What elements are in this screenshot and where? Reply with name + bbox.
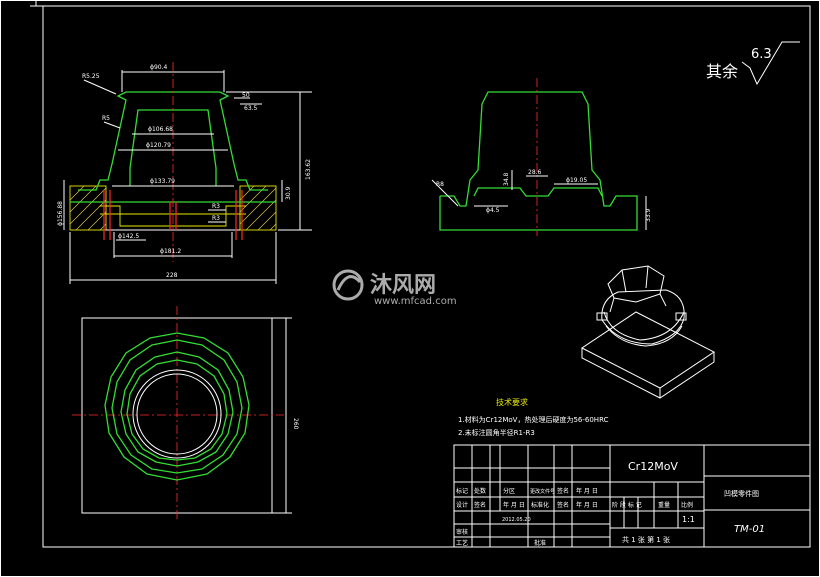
tb-material: Cr12MoV — [628, 460, 678, 473]
tb-design-5: 签名 — [557, 501, 569, 509]
tb-part-name: 凹模零件图 — [724, 489, 759, 498]
tech-requirements: 技术要求 1.材料为Cr12MoV，热处理后硬度为56-60HRC 2.未标注圆… — [458, 397, 609, 437]
tb-stage-2: 重量 — [658, 501, 670, 509]
hatch-left — [69, 185, 107, 231]
iso-base-sides — [581, 348, 715, 399]
roughness-label: 其余 — [706, 62, 738, 81]
tb-design-6: 年 月 日 — [576, 501, 598, 509]
top-view: 260 — [72, 306, 299, 522]
dim-r2: R3 — [212, 215, 220, 222]
side-profile-view: R8 ϕ4.5 34.8 28.6 ϕ19.05 33.9 — [431, 78, 652, 236]
dim-right-h2: 30.9 — [285, 186, 292, 200]
tb-audit: 审核 — [456, 528, 468, 536]
iso-base-top — [581, 311, 715, 389]
side-dim-chamfer: R8 — [436, 181, 444, 188]
iso-boss-ring2 — [605, 325, 683, 347]
tb-stage-1: 阶 段 标 记 — [612, 501, 642, 509]
side-dim-hole: ϕ4.5 — [486, 207, 500, 214]
top-view-dim: 260 — [292, 418, 299, 430]
iso-top-face — [607, 265, 665, 303]
dim-inner-dia-2: ϕ120.79 — [146, 142, 171, 149]
title-block: Cr12MoV 凹模零件图 TM-01 1:1 标记 处数 分区 更改文件号 签… — [453, 444, 811, 548]
tb-design-1: 设计 — [456, 501, 468, 509]
bore-inner — [136, 373, 218, 455]
tech-req-item-2: 2.未标注圆角半径R1-R3 — [458, 428, 535, 437]
front-slots — [103, 190, 243, 240]
side-dim-step2: 28.6 — [528, 169, 542, 176]
front-step-lines — [100, 205, 246, 227]
tech-req-title: 技术要求 — [496, 397, 528, 407]
iso-boss-lower — [601, 289, 685, 345]
tb-process: 工艺 — [456, 539, 468, 547]
tb-scale: 1:1 — [682, 515, 695, 524]
front-outer-profile — [78, 91, 268, 191]
roughness-symbol — [741, 41, 800, 86]
iso-boss-ring — [603, 311, 685, 341]
roughness-value: 6.3 — [751, 47, 772, 62]
tb-design-4: 标准化 — [531, 501, 549, 509]
dim-left-h: ϕ156.88 — [57, 201, 64, 226]
polygon-4 — [126, 359, 228, 461]
watermark-url: www.mfcad.com — [374, 296, 457, 307]
dim-bottom-dia: ϕ181.2 — [160, 248, 181, 255]
dim-r3: R5 — [102, 115, 110, 122]
side-dim-step3: ϕ19.05 — [566, 177, 587, 184]
dim-gap: 63.5 — [244, 105, 258, 112]
tb-design-2: 签名 — [474, 501, 486, 509]
dim-r1: R3 — [212, 203, 220, 210]
dim-base-dia: ϕ142.5 — [118, 233, 139, 240]
polygon-2 — [111, 339, 243, 474]
tb-approve: 批准 — [534, 539, 546, 547]
bore-outer — [132, 369, 222, 459]
watermark: 沐风网 www.mfcad.com — [332, 269, 457, 307]
watermark-logo — [332, 269, 364, 301]
tb-drawing-no: TM-01 — [734, 524, 765, 535]
side-dim-step1: 34.8 — [503, 172, 510, 186]
tb-stage-3: 比例 — [681, 501, 693, 509]
polygon-outer — [104, 332, 250, 481]
dim-inner-dia-3: ϕ133.79 — [150, 178, 175, 185]
tb-header-2: 处数 — [474, 487, 486, 495]
side-bottom-groove — [473, 187, 603, 197]
front-section-view: ϕ90.4 R5.25 ϕ106.68 ϕ120.79 ϕ133.79 ϕ181… — [57, 62, 312, 284]
tb-date: 2012.05.20 — [502, 517, 531, 523]
side-dimensions — [431, 170, 647, 230]
dim-overall-width: 228 — [166, 272, 178, 279]
dim-right-h1: 50 — [242, 92, 250, 99]
dim-top-dia: ϕ90.4 — [150, 64, 168, 71]
hatch-right — [239, 185, 277, 231]
polygon-3 — [120, 351, 234, 467]
surface-roughness-note: 其余 6.3 — [706, 41, 800, 86]
dim-height: 163.62 — [305, 159, 312, 180]
tb-header-5: 签名 — [557, 487, 569, 495]
tb-design-3: 年 月 日 — [503, 501, 525, 509]
dim-chamfer: R5.25 — [82, 73, 100, 80]
side-outline — [439, 91, 638, 231]
dim-inner-dia-1: ϕ106.68 — [148, 126, 173, 133]
tech-req-item-1: 1.材料为Cr12MoV，热处理后硬度为56-60HRC — [458, 415, 609, 424]
tb-sheets: 共 1 张 第 1 张 — [622, 535, 670, 544]
side-dim-height: 33.9 — [645, 208, 652, 222]
tb-header-6: 年 月 日 — [576, 487, 598, 495]
inner-frame — [42, 5, 811, 548]
watermark-brand: 沐风网 — [370, 273, 436, 298]
tb-header-1: 标记 — [456, 487, 468, 495]
front-dimensions — [63, 70, 312, 284]
isometric-view — [581, 265, 715, 399]
tb-header-3: 分区 — [503, 487, 515, 495]
tb-header-4: 更改文件号 — [530, 488, 555, 495]
